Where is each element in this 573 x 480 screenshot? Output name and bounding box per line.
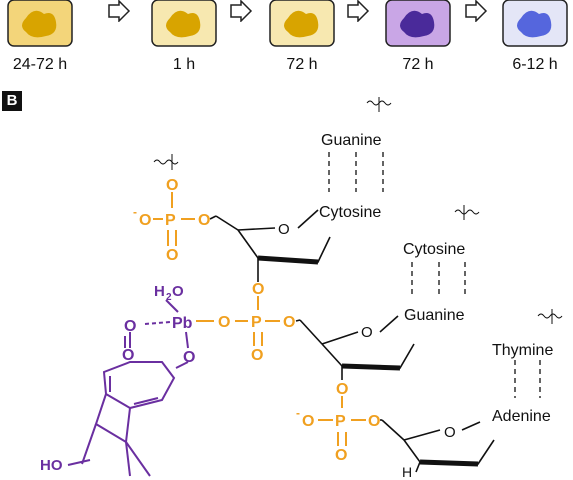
atom-o: O	[139, 212, 151, 229]
water-subscript: 2	[166, 292, 172, 303]
vial-5-label: 6-12 h	[512, 56, 558, 73]
vial-4	[385, 0, 451, 47]
hydrogen-atom: H	[402, 464, 412, 480]
sugar-ring-3	[381, 419, 495, 473]
phosphate-group-2	[196, 258, 301, 346]
water-o-atom: O	[172, 283, 184, 300]
panel-a: 24-72 h 1 h 72 h 72 h 6-12 h	[0, 0, 573, 80]
lead-complex	[81, 299, 189, 477]
wavy-break-icon	[153, 97, 563, 324]
vial-1	[7, 0, 73, 47]
base-cytosine-2: Cytosine	[403, 241, 465, 258]
vial-1-label: 24-72 h	[12, 56, 68, 73]
negative-charge: -	[133, 205, 137, 219]
water-h-atom: H	[154, 283, 165, 300]
vial-5-tissue	[517, 10, 552, 38]
ring-oxygen-2: O	[361, 324, 373, 341]
atom-p: P	[165, 212, 176, 229]
base-guanine-top: Guanine	[321, 132, 382, 149]
phosphate-group-3	[318, 366, 382, 446]
vial-2-tissue	[166, 10, 201, 38]
base-guanine-2: Guanine	[404, 307, 465, 324]
base-thymine: Thymine	[492, 342, 553, 359]
atom-o: O	[302, 413, 314, 430]
ring-oxygen-1: O	[278, 221, 290, 238]
atom-o: O	[198, 212, 210, 229]
carbonyl-o: O	[122, 347, 134, 364]
vial-3-label: 72 h	[286, 56, 318, 73]
arrow-right-icon	[347, 0, 370, 22]
vial-2	[151, 0, 217, 47]
base-cytosine-1: Cytosine	[319, 204, 381, 221]
panel-b-badge: B	[2, 91, 22, 111]
atom-p: P	[251, 314, 262, 331]
atom-p: P	[335, 413, 346, 430]
negative-charge: -	[296, 406, 300, 420]
atom-o: O	[166, 247, 178, 264]
atom-o: O	[183, 349, 195, 366]
atom-o: O	[252, 281, 264, 298]
sugar-ring-1	[215, 209, 331, 265]
base-adenine: Adenine	[492, 408, 551, 425]
vial-4-label: 72 h	[402, 56, 434, 73]
vial-3	[269, 0, 335, 47]
vial-4-tissue	[400, 10, 435, 38]
atom-o: O	[335, 447, 347, 464]
ring-oxygen-3: O	[444, 424, 456, 441]
atom-o: O	[368, 413, 380, 430]
vial-3-tissue	[284, 10, 319, 38]
vial-1-tissue	[22, 10, 57, 38]
atom-o: O	[218, 314, 230, 331]
atom-o: O	[336, 381, 348, 398]
atom-o: O	[166, 177, 178, 194]
hydrogen-bonds	[328, 152, 541, 398]
hydroxyl-group: HO	[40, 457, 63, 474]
arrow-right-icon	[230, 0, 253, 22]
vial-2-label: 1 h	[172, 56, 196, 73]
arrow-right-icon	[108, 0, 131, 22]
phosphate-group-1	[153, 192, 217, 246]
atom-o: O	[283, 314, 295, 331]
atom-o: O	[251, 347, 263, 364]
hydroxyl-bond	[67, 459, 91, 466]
arrow-right-icon	[465, 0, 488, 22]
sugar-ring-2	[299, 315, 415, 371]
atom-o: O	[124, 318, 136, 335]
lead-atom: Pb	[172, 315, 193, 332]
vial-5	[502, 0, 568, 47]
